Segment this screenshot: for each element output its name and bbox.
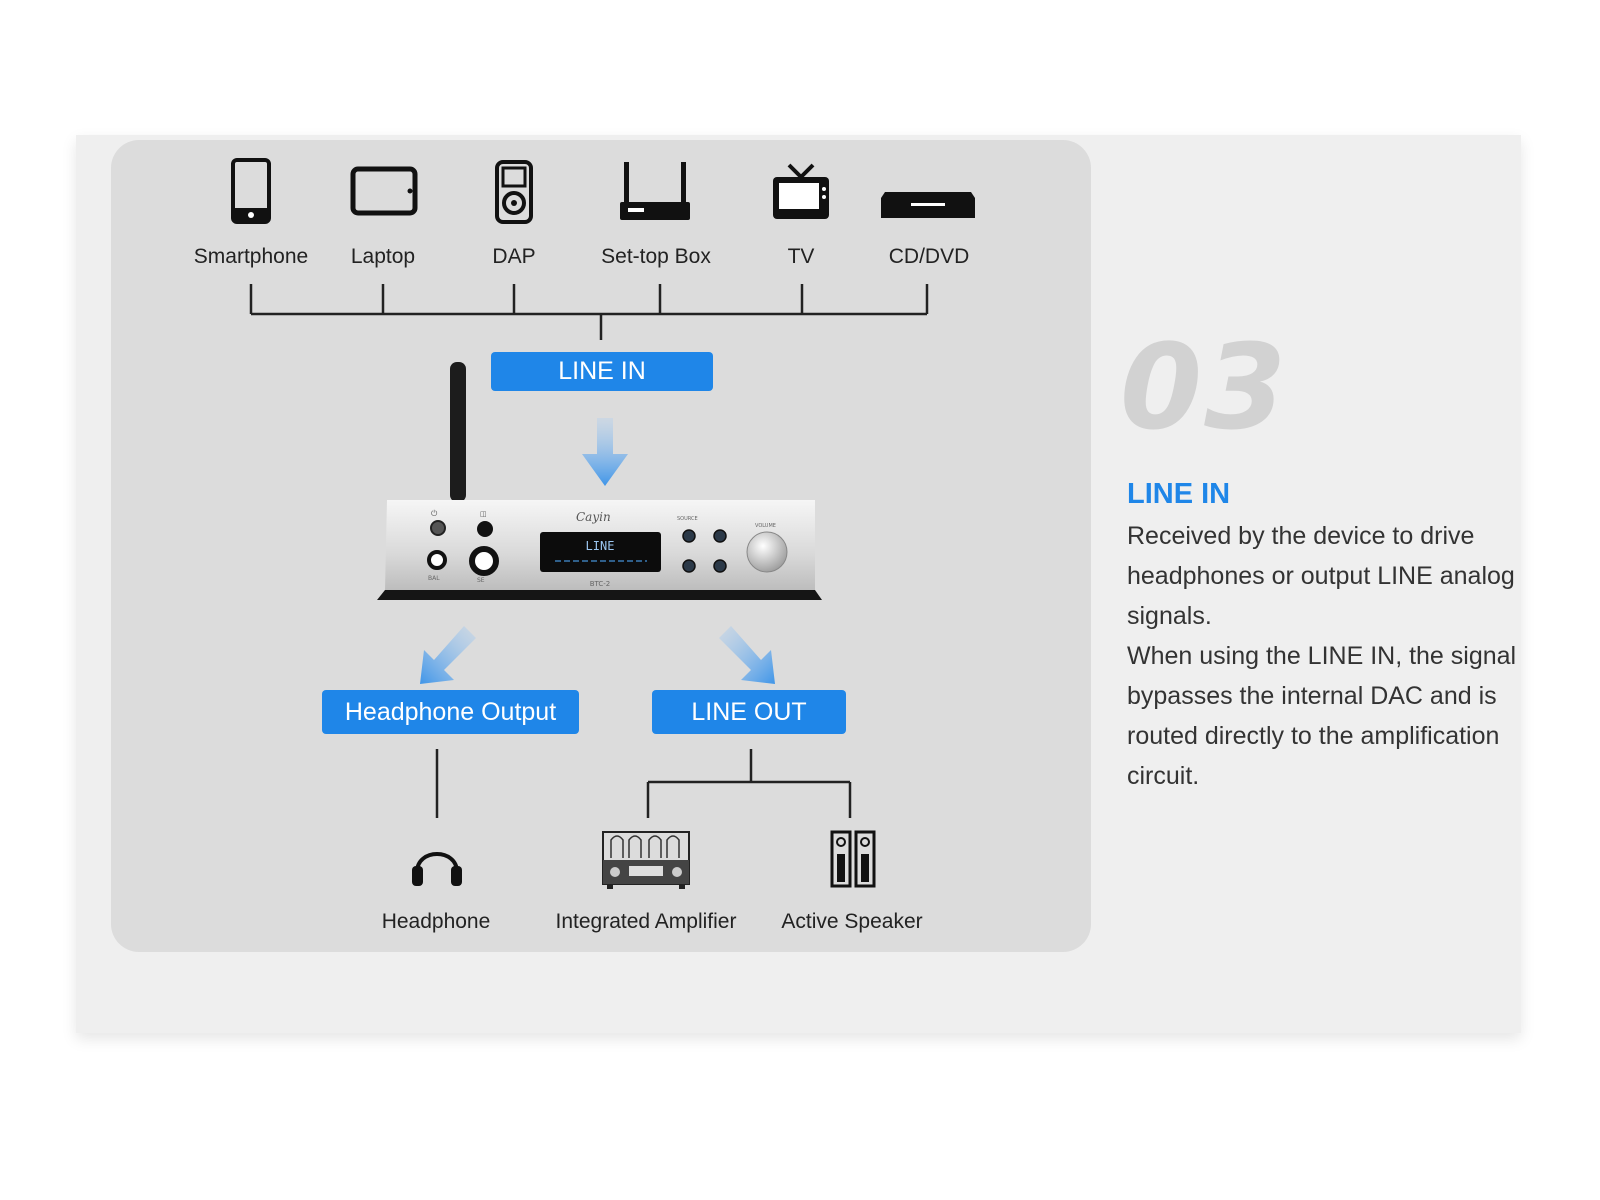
line-out-badge: LINE OUT [652,690,846,734]
model-label: BTC-2 [590,580,611,588]
tv-icon [773,163,829,219]
disc-player-icon [881,192,975,218]
source-label: Set-top Box [601,245,711,268]
volume-knob-label: VOLUME [755,523,776,529]
brand-logo: Cayin [576,510,611,524]
section-title: LINE IN [1127,478,1231,510]
speaker-icon [830,830,876,888]
amplifier-icon [602,831,690,889]
source-label: DAP [492,245,536,268]
music-player-icon [495,160,533,224]
tablet-icon [350,166,418,216]
description-paragraph: Received by the device to drive headphon… [1127,522,1515,630]
arrow-down-right-icon [719,626,775,684]
display-text: LINE [586,539,615,553]
headphone-icon [412,852,462,886]
line-in-badge: LINE IN [491,352,713,391]
se-label: SE [477,577,485,584]
source-label: Smartphone [193,245,309,268]
smartphone-icon [231,158,271,224]
bal-label: BAL [428,575,440,582]
description-paragraph: When using the LINE IN, the signal bypas… [1127,642,1517,790]
output-label: Integrated Amplifier [555,910,737,933]
btc-2-device: ⏻ ◫ BAL SE Cayin LINE BTC-2 SOURCE VOLUM… [377,362,822,600]
section-description: Received by the device to drive headphon… [1127,516,1522,796]
source-label: Laptop [350,245,416,268]
source-knob-label: SOURCE [677,516,698,522]
source-label: CD/DVD [888,245,970,268]
arrow-down-left-icon [420,626,476,684]
router-icon [620,162,690,220]
step-number: 03 [1120,318,1289,456]
output-label: Headphone [381,910,491,933]
svg-text:◫: ◫ [480,510,487,518]
headphone-output-badge: Headphone Output [322,690,579,734]
output-label: Active Speaker [781,910,923,933]
source-label: TV [787,245,815,268]
arrow-down-icon [582,418,628,486]
svg-text:⏻: ⏻ [431,509,438,518]
